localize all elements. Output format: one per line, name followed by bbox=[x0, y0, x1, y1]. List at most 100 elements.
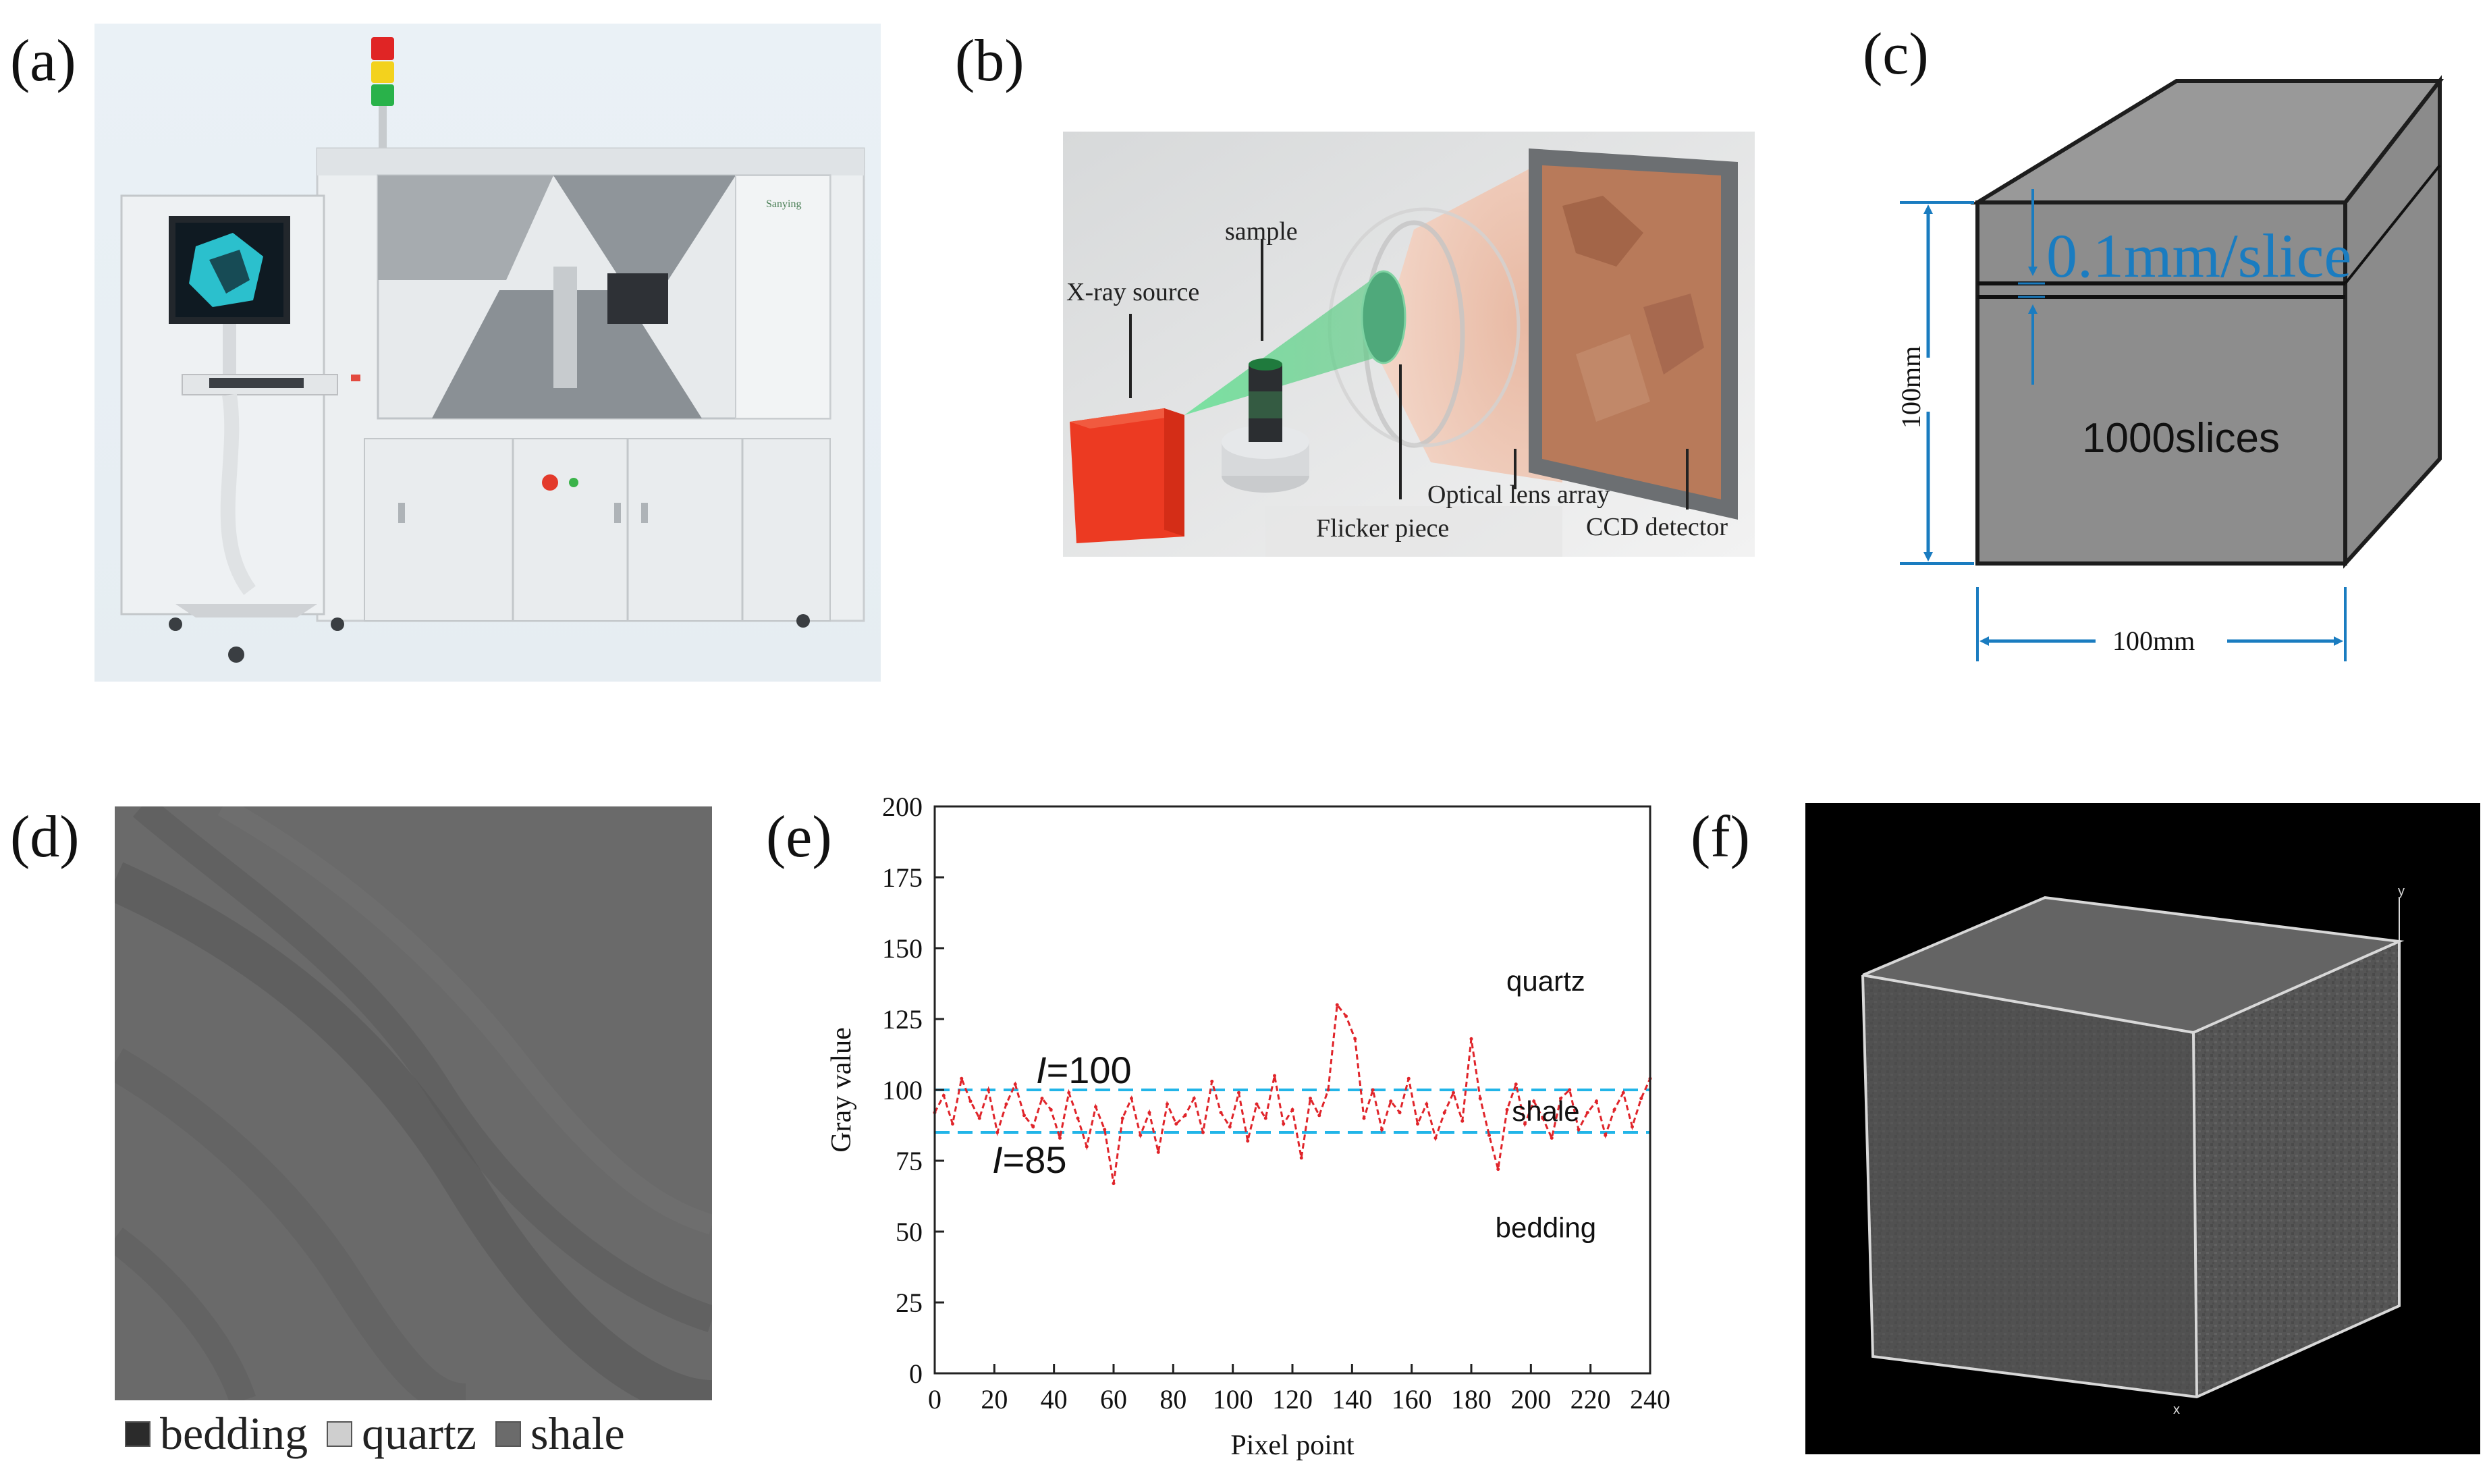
gray-value-point bbox=[1523, 1122, 1527, 1126]
gray-value-point bbox=[1550, 1136, 1554, 1140]
gray-value-point bbox=[1559, 1097, 1562, 1101]
y-tick-label: 50 bbox=[896, 1217, 923, 1247]
gray-value-point bbox=[1022, 1114, 1026, 1118]
gray-value-point bbox=[1130, 1097, 1133, 1101]
label-sample: sample bbox=[1225, 217, 1298, 246]
gray-value-point bbox=[1406, 1076, 1411, 1080]
gray-value-point bbox=[1639, 1097, 1643, 1101]
gray-value-point bbox=[1273, 1074, 1276, 1078]
gray-value-point bbox=[941, 1093, 946, 1097]
gray-value-point bbox=[1120, 1116, 1124, 1120]
panel-b-label: (b) bbox=[955, 28, 1024, 94]
gray-value-point bbox=[1255, 1102, 1259, 1106]
label-flicker-piece: Flicker piece bbox=[1316, 514, 1449, 543]
y-tick-label: 100 bbox=[882, 1075, 923, 1105]
x-tick-label: 80 bbox=[1159, 1384, 1186, 1414]
label-height: 100mm bbox=[1896, 346, 1926, 429]
label-width: 100mm bbox=[2112, 626, 2195, 656]
gray-value-point bbox=[1174, 1122, 1178, 1126]
gray-value-point bbox=[1389, 1099, 1393, 1103]
gray-value-point bbox=[1541, 1116, 1545, 1120]
legend-label-bedding: bedding bbox=[160, 1408, 308, 1459]
sample-cube-diagram: 0.1mm/slice 1000slices 100mm 100mm bbox=[1896, 75, 2444, 661]
gray-value-point bbox=[1326, 1088, 1330, 1092]
x-tick-label: 60 bbox=[1100, 1384, 1127, 1414]
gray-value-point bbox=[1317, 1114, 1321, 1118]
gray-value-point bbox=[1201, 1130, 1205, 1134]
legend-item-quartz: quartz bbox=[327, 1407, 476, 1460]
label-optical-lens-array: Optical lens array bbox=[1427, 480, 1610, 509]
x-tick-label: 200 bbox=[1510, 1384, 1551, 1414]
x-tick-label: 140 bbox=[1332, 1384, 1372, 1414]
label-slice-count: 1000slices bbox=[2082, 415, 2280, 462]
gray-value-point bbox=[968, 1099, 973, 1103]
gray-value-point bbox=[1460, 1119, 1465, 1123]
gray-value-point bbox=[995, 1130, 1000, 1134]
y-tick-label: 200 bbox=[882, 793, 923, 822]
gray-value-point bbox=[1067, 1091, 1071, 1095]
label-xray-source: X-ray source bbox=[1066, 278, 1199, 306]
gray-value-point bbox=[1112, 1182, 1116, 1186]
gray-value-point bbox=[1290, 1107, 1294, 1111]
panel-e-label: (e) bbox=[766, 804, 832, 870]
gray-value-point bbox=[1621, 1091, 1625, 1095]
gray-value-point bbox=[1085, 1145, 1089, 1149]
legend-label-quartz: quartz bbox=[362, 1408, 476, 1459]
panel-c-label: (c) bbox=[1863, 22, 1929, 87]
gray-value-point bbox=[1282, 1122, 1286, 1126]
gray-value-point bbox=[987, 1088, 990, 1092]
gray-value-point bbox=[1595, 1099, 1598, 1103]
slice-legend: bedding quartz shale bbox=[125, 1407, 625, 1460]
gray-value-point bbox=[1496, 1167, 1500, 1172]
gray-value-point bbox=[1604, 1133, 1608, 1137]
gray-value-point bbox=[1631, 1125, 1634, 1129]
gray-value-point bbox=[1433, 1136, 1438, 1140]
gray-value-point bbox=[1568, 1088, 1572, 1092]
gray-value-point bbox=[1049, 1107, 1053, 1111]
gray-value-point bbox=[1156, 1150, 1160, 1154]
threshold-label: I=85 bbox=[992, 1138, 1067, 1181]
gray-value-point bbox=[1103, 1128, 1107, 1132]
panel-f-label: (f) bbox=[1691, 804, 1750, 870]
axis-label-x: x bbox=[2173, 1402, 2180, 1417]
gray-value-point bbox=[1192, 1097, 1196, 1101]
ct-slice-image bbox=[115, 806, 712, 1400]
x-tick-label: 100 bbox=[1213, 1384, 1253, 1414]
ct-cube-render: y x bbox=[1805, 803, 2480, 1454]
x-tick-label: 0 bbox=[928, 1384, 941, 1414]
gray-value-point bbox=[1505, 1107, 1509, 1111]
gray-value-point bbox=[1076, 1116, 1080, 1120]
gray-value-point bbox=[1040, 1097, 1044, 1101]
gray-value-point bbox=[1335, 1003, 1339, 1007]
legend-swatch-shale bbox=[495, 1421, 521, 1447]
gray-value-point bbox=[1031, 1125, 1035, 1129]
gray-value-point bbox=[1263, 1116, 1267, 1120]
gray-value-point bbox=[1013, 1082, 1017, 1087]
legend-swatch-bedding bbox=[125, 1421, 151, 1447]
annotation-quartz: quartz bbox=[1506, 965, 1585, 997]
gray-value-point bbox=[1094, 1105, 1097, 1109]
gray-value-point bbox=[1452, 1091, 1455, 1095]
gray-value-point bbox=[1344, 1014, 1348, 1018]
y-tick-label: 75 bbox=[896, 1146, 923, 1176]
gray-value-point bbox=[1219, 1111, 1223, 1115]
gray-value-point bbox=[977, 1116, 981, 1120]
gray-value-point bbox=[1371, 1088, 1375, 1092]
gray-value-point bbox=[1442, 1111, 1446, 1115]
gray-value-point bbox=[1612, 1107, 1616, 1111]
x-tick-label: 20 bbox=[981, 1384, 1008, 1414]
axis-label-y: y bbox=[2398, 884, 2405, 899]
ct-scanner-photo: Sanying bbox=[94, 24, 881, 682]
gray-value-point bbox=[1228, 1125, 1232, 1129]
annotation-shale: shale bbox=[1512, 1095, 1579, 1127]
gray-value-point bbox=[1532, 1099, 1536, 1103]
y-tick-label: 150 bbox=[882, 933, 923, 964]
legend-swatch-quartz bbox=[327, 1421, 353, 1447]
legend-item-shale: shale bbox=[495, 1407, 625, 1460]
x-tick-label: 180 bbox=[1451, 1384, 1492, 1414]
gray-value-point bbox=[1416, 1122, 1419, 1126]
gray-value-point bbox=[1362, 1116, 1366, 1120]
gray-value-point bbox=[1585, 1111, 1589, 1115]
gray-value-point bbox=[1183, 1114, 1187, 1118]
